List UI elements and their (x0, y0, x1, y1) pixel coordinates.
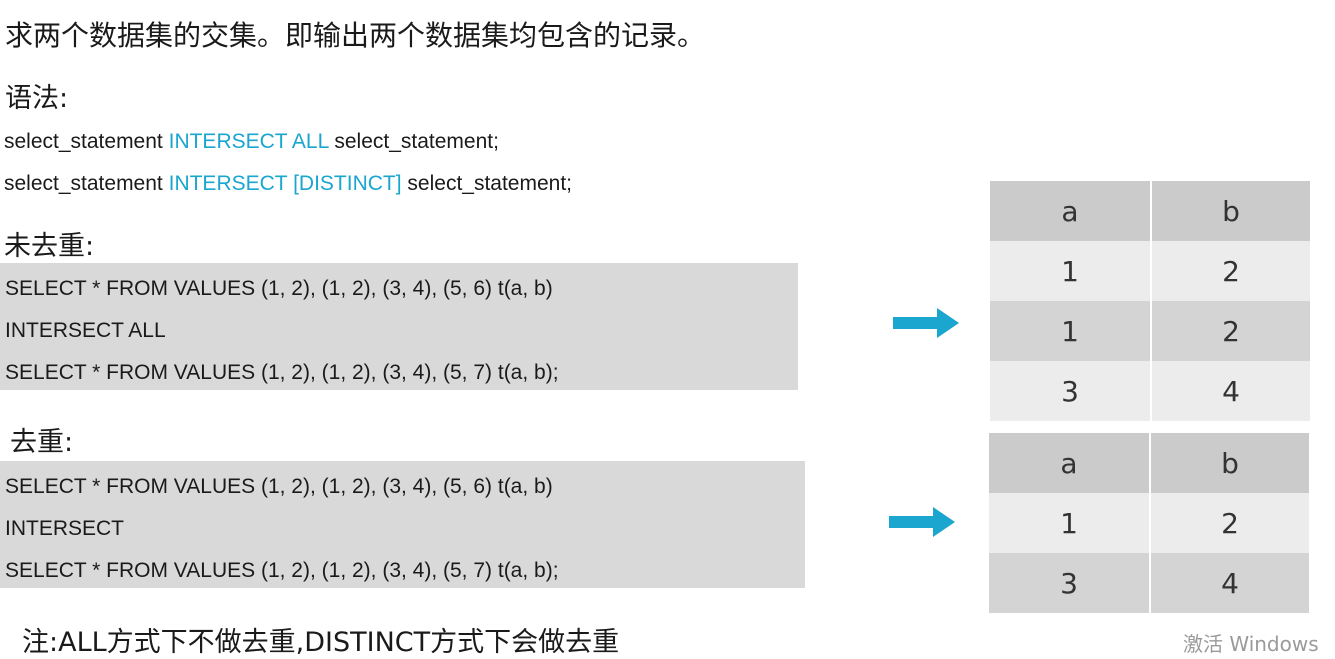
dedup-label: 去重: (10, 427, 74, 458)
table-header-cell: a (990, 181, 1150, 241)
table-header-row: a b (990, 181, 1310, 241)
code-line: SELECT * FROM VALUES (1, 2), (1, 2), (3,… (5, 559, 559, 582)
code-line: SELECT * FROM VALUES (1, 2), (1, 2), (3,… (5, 475, 553, 498)
syntax-select-post: select_statement; (407, 172, 573, 195)
syntax-line-distinct: select_statement INTERSECT [DISTINCT] se… (4, 172, 572, 196)
syntax-keyword-intersect-all: INTERSECT ALL (168, 130, 329, 153)
table-header-cell: b (1149, 433, 1309, 493)
table-cell: 2 (1150, 301, 1310, 361)
arrow-right-icon (893, 308, 959, 338)
table-header-row: a b (989, 433, 1309, 493)
note-text: 注:ALL方式下不做去重,DISTINCT方式下会做去重 (22, 627, 620, 658)
table-cell: 3 (989, 553, 1149, 613)
table-header-cell: a (989, 433, 1149, 493)
syntax-keyword-intersect-distinct: INTERSECT [DISTINCT] (168, 172, 402, 195)
syntax-select-post: select_statement; (334, 130, 499, 153)
table-row: 1 2 (989, 493, 1309, 553)
table-cell: 4 (1150, 361, 1310, 421)
code-line: SELECT * FROM VALUES (1, 2), (1, 2), (3,… (5, 361, 559, 384)
table-cell: 2 (1149, 493, 1309, 553)
page-title: 求两个数据集的交集。即输出两个数据集均包含的记录。 (5, 19, 706, 52)
syntax-line-all: select_statement INTERSECT ALL select_st… (4, 130, 499, 154)
code-line: SELECT * FROM VALUES (1, 2), (1, 2), (3,… (5, 277, 553, 300)
table-cell: 4 (1149, 553, 1309, 613)
table-header-cell: b (1150, 181, 1310, 241)
table-cell: 3 (990, 361, 1150, 421)
table-cell: 2 (1150, 241, 1310, 301)
arrow-right-icon (889, 507, 955, 537)
table-cell: 1 (989, 493, 1149, 553)
code-line: INTERSECT ALL (5, 319, 166, 342)
dedup-code-block: SELECT * FROM VALUES (1, 2), (1, 2), (3,… (0, 461, 805, 588)
syntax-select-pre: select_statement (4, 130, 163, 153)
table-row: 1 2 (990, 301, 1310, 361)
table-cell: 1 (990, 301, 1150, 361)
table-row: 3 4 (990, 361, 1310, 421)
table-row: 3 4 (989, 553, 1309, 613)
syntax-label: 语法: (5, 83, 69, 114)
no-dedup-code-block: SELECT * FROM VALUES (1, 2), (1, 2), (3,… (0, 263, 798, 390)
no-dedup-result-table: a b 1 2 1 2 3 4 (990, 181, 1310, 421)
windows-activation-watermark: 激活 Windows (1183, 632, 1319, 656)
no-dedup-label: 未去重: (4, 231, 95, 262)
table-cell: 1 (990, 241, 1150, 301)
dedup-result-table: a b 1 2 3 4 (989, 433, 1309, 613)
syntax-select-pre: select_statement (4, 172, 163, 195)
table-row: 1 2 (990, 241, 1310, 301)
code-line: INTERSECT (5, 517, 125, 540)
